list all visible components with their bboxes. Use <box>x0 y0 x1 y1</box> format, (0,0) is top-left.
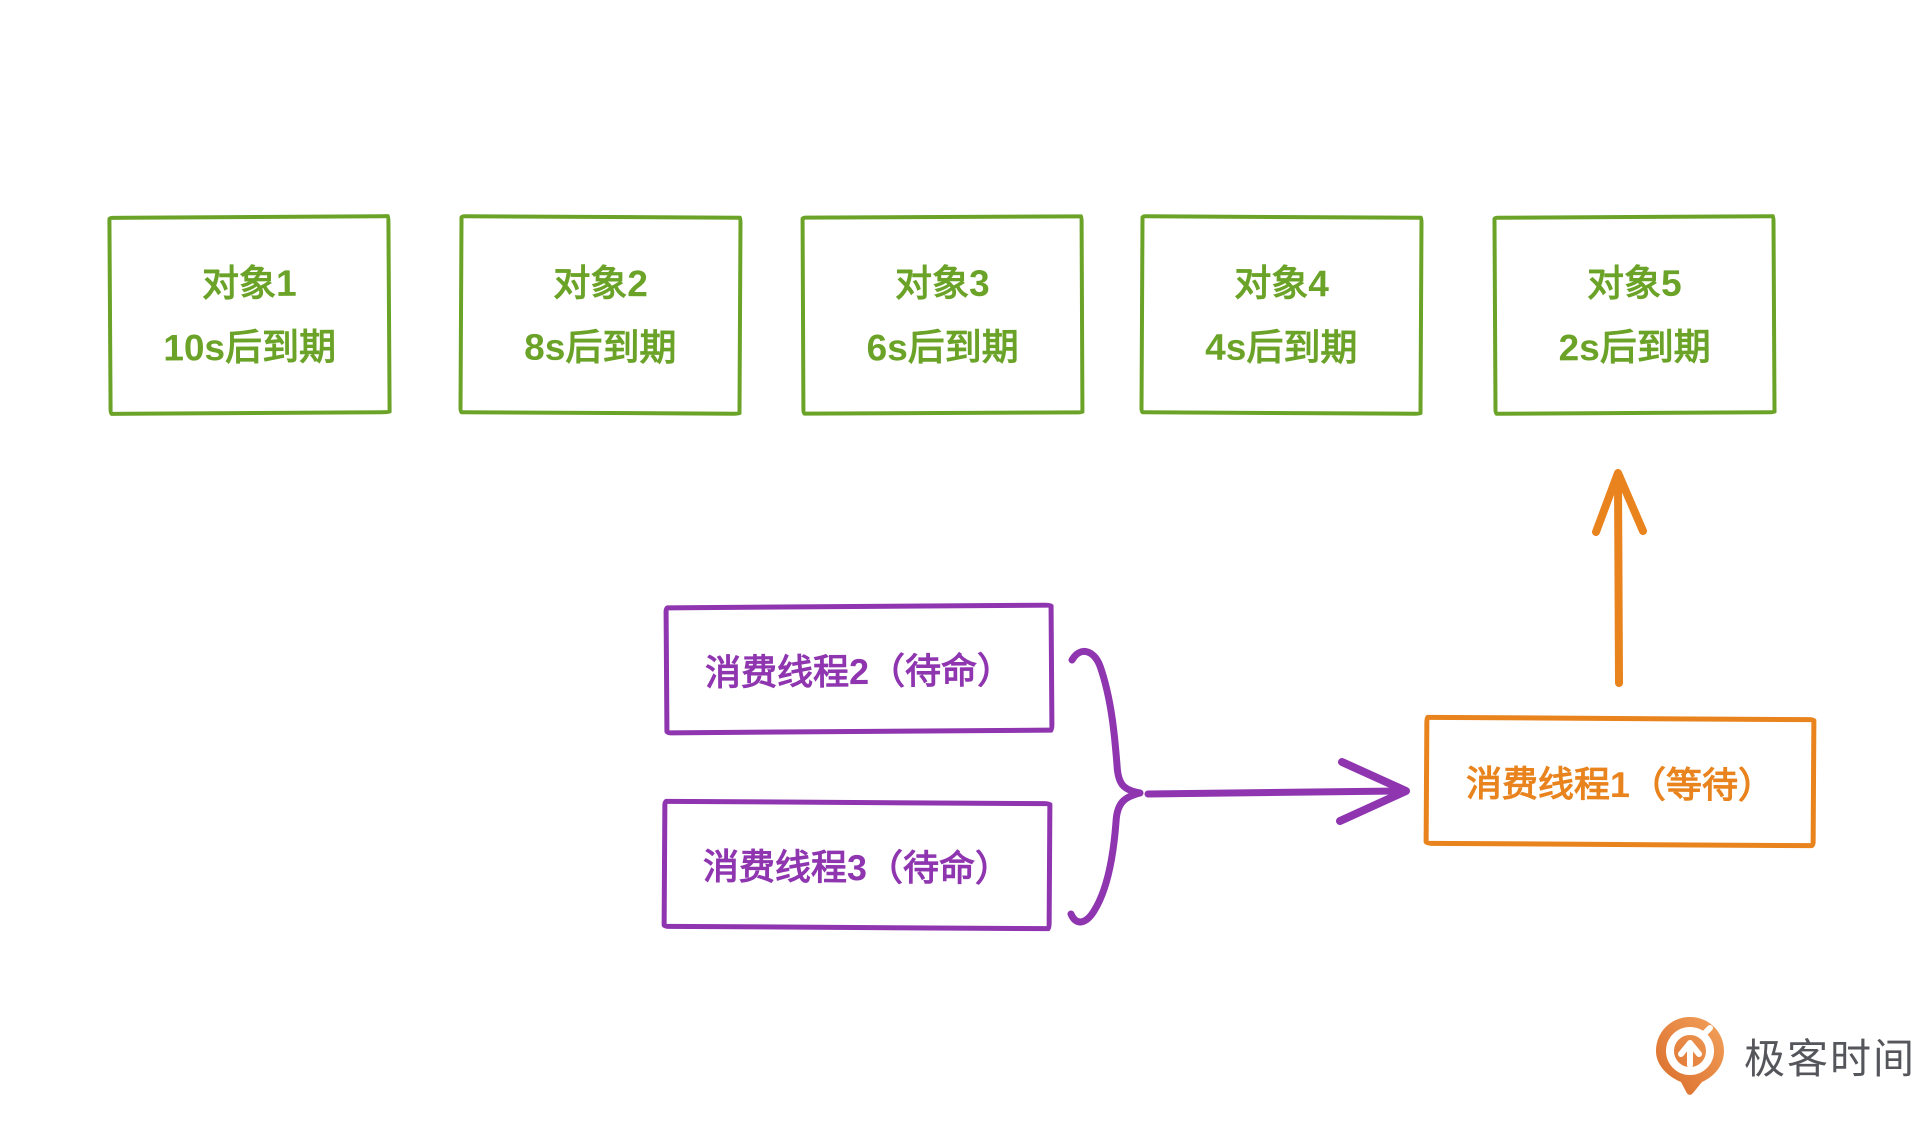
up-arrow-shaft <box>1614 474 1623 687</box>
standby-thread-box-3: 消费线程3（待命） <box>661 798 1053 932</box>
object-expiry: 4s后到期 <box>1205 326 1358 368</box>
brand-logo-text: 极客时间 <box>1744 1036 1916 1082</box>
object-box-3: 对象3 6s后到期 <box>800 214 1085 416</box>
brand-logo: 极客时间 <box>1650 1014 1916 1096</box>
object-expiry: 8s后到期 <box>524 326 677 368</box>
object-expiry: 6s后到期 <box>866 326 1019 368</box>
object-title: 对象2 <box>553 262 649 304</box>
object-expiry: 10s后到期 <box>163 325 337 369</box>
object-title: 对象5 <box>1586 262 1682 304</box>
object-box-4: 对象4 4s后到期 <box>1139 214 1424 416</box>
object-expiry: 2s后到期 <box>1558 326 1711 368</box>
object-title: 对象3 <box>894 262 990 304</box>
object-title: 对象1 <box>201 262 297 304</box>
waiting-thread-box-1: 消费线程1（等待） <box>1423 714 1817 849</box>
object-box-1: 对象1 10s后到期 <box>107 214 392 416</box>
up-arrow-head <box>1592 469 1647 536</box>
thread-label: 消费线程2（待命） <box>704 649 1014 694</box>
geektime-pin-icon <box>1656 1017 1724 1095</box>
thread-label: 消费线程1（等待） <box>1465 762 1775 806</box>
thread-label: 消费线程3（待命） <box>702 846 1012 889</box>
object-box-5: 对象5 2s后到期 <box>1492 214 1777 416</box>
standby-thread-box-2: 消费线程2（待命） <box>663 602 1055 736</box>
merge-brace <box>1067 648 1144 926</box>
merge-arrow-shaft <box>1144 787 1404 798</box>
object-box-2: 对象2 8s后到期 <box>458 214 743 416</box>
merge-arrow-head <box>1336 758 1410 825</box>
object-title: 对象4 <box>1234 262 1330 304</box>
